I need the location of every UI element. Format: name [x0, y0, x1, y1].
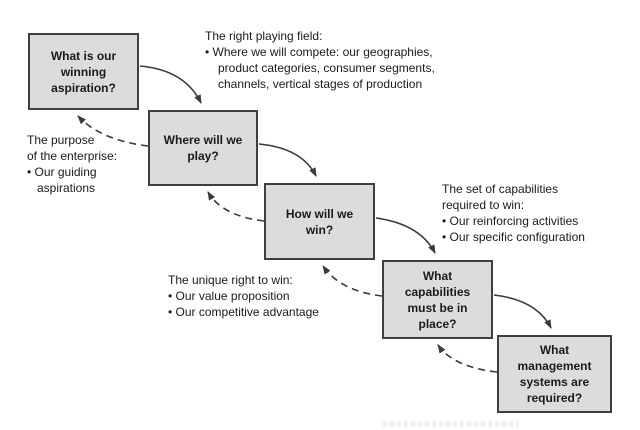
annotation-line: The purpose [27, 133, 95, 147]
annotation-line: of the enterprise: [27, 149, 118, 163]
box-label: How will we win? [285, 206, 354, 237]
box-label: What capabilities must be in place? [404, 268, 471, 331]
box-where-to-play: Where will we play? [148, 110, 258, 186]
annotation-line: The set of capabilities [442, 182, 559, 196]
annotation-line: aspirations [37, 181, 96, 195]
annotation-purpose: The purpose of the enterprise: • Our gui… [27, 132, 117, 196]
dashed-arrow-5-to-4 [437, 344, 498, 373]
annotation-line: product categories, consumer segments, [218, 61, 435, 75]
annotation-playing-field: The right playing field: • Where we will… [205, 28, 435, 92]
box-capabilities: What capabilities must be in place? [382, 260, 493, 339]
faint-cropped-caption-artifact [383, 421, 519, 427]
solid-arrow-2-to-3 [258, 143, 317, 177]
annotation-right-to-win: The unique right to win: • Our value pro… [168, 272, 319, 320]
annotation-line: • Our specific configuration [442, 230, 585, 244]
annotation-line: channels, vertical stages of production [218, 77, 423, 91]
annotation-line: required to win: [442, 198, 525, 212]
annotation-line: • Our value proposition [168, 289, 290, 303]
annotation-line: • Where we will compete: our geographies… [205, 45, 433, 59]
solid-arrow-3-to-4 [375, 217, 436, 254]
dashed-arrow-2-to-1 [77, 115, 149, 147]
box-winning-aspiration: What is our winning aspiration? [28, 33, 139, 110]
dashed-arrow-3-to-2 [207, 191, 265, 222]
annotation-line: The right playing field: [205, 29, 323, 43]
solid-arrow-4-to-5 [493, 294, 552, 329]
box-how-to-win: How will we win? [264, 183, 375, 260]
annotation-line: The unique right to win: [168, 273, 293, 287]
annotation-line: • Our competitive advantage [168, 305, 319, 319]
solid-arrow-1-to-2 [139, 65, 202, 104]
box-management-systems: What management systems are required? [497, 335, 612, 413]
annotation-line: • Our guiding [27, 165, 97, 179]
dashed-arrow-4-to-3 [322, 265, 383, 297]
box-label: What is our winning aspiration? [50, 48, 117, 95]
annotation-line: • Our reinforcing activities [442, 214, 579, 228]
box-label: What management systems are required? [517, 343, 592, 405]
box-label: Where will we play? [163, 133, 243, 163]
annotation-capabilities: The set of capabilities required to win:… [442, 181, 585, 245]
